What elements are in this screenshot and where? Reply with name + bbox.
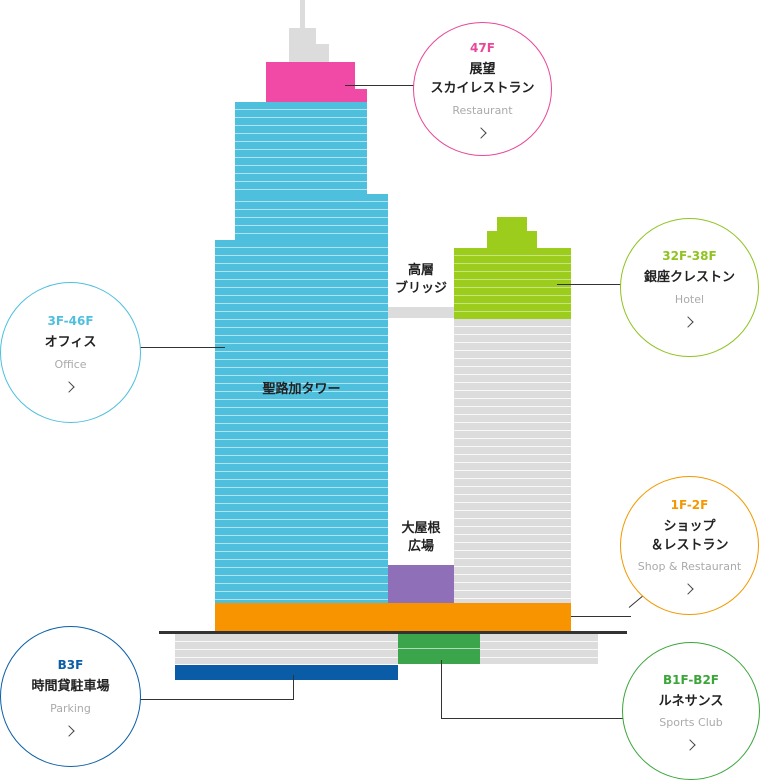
chevron-right-icon bbox=[682, 583, 694, 596]
chevron-right-icon bbox=[475, 127, 487, 139]
antenna bbox=[300, 0, 305, 28]
hotel-crown bbox=[497, 217, 527, 231]
callout-parking[interactable]: B3F 時間貸駐車場 Parking bbox=[0, 626, 141, 767]
sports-club-divider bbox=[398, 648, 480, 649]
office-tower-main bbox=[215, 240, 388, 603]
bridge-label: 高層 ブリッジ bbox=[394, 263, 447, 297]
chevron-right-icon bbox=[63, 725, 75, 737]
callout-parking-floor: B3F bbox=[57, 658, 84, 673]
tower-label: 聖路加タワー bbox=[262, 382, 341, 397]
callout-restaurant-sub: Restaurant bbox=[452, 103, 513, 117]
callout-hotel-name: 銀座クレストン bbox=[643, 270, 735, 286]
leader-line-shop-h bbox=[571, 616, 631, 617]
callout-shop-name: ショップ ＆レストラン bbox=[650, 518, 729, 553]
office-tower-upper bbox=[235, 102, 367, 194]
leader-line-office bbox=[140, 347, 225, 348]
callout-office[interactable]: 3F-46F オフィス Office bbox=[0, 282, 141, 423]
callout-sports-floor: B1F-B2F bbox=[663, 672, 719, 687]
callout-sports-sub: Sports Club bbox=[659, 716, 723, 730]
leader-line-parking-h bbox=[140, 699, 294, 700]
tower-crown bbox=[289, 28, 316, 62]
ground-line bbox=[159, 631, 627, 634]
callout-shop-floor: 1F-2F bbox=[670, 497, 709, 512]
hotel-floor-block bbox=[454, 248, 571, 319]
restaurant-floor-block bbox=[266, 62, 355, 102]
callout-office-name: オフィス bbox=[44, 335, 97, 351]
callout-hotel[interactable]: 32F-38F 銀座クレストン Hotel bbox=[620, 218, 759, 357]
leader-line-parking-v bbox=[293, 675, 294, 699]
chevron-right-icon bbox=[683, 739, 696, 752]
east-tower-lower bbox=[454, 319, 571, 603]
callout-sports-name: ルネサンス bbox=[658, 693, 724, 709]
basement-left bbox=[175, 634, 398, 664]
roof-plaza-block bbox=[388, 565, 454, 603]
roof-plaza-label: 大屋根 広場 bbox=[401, 521, 441, 555]
tower-crown-step bbox=[316, 44, 329, 62]
callout-hotel-floor: 32F-38F bbox=[662, 249, 717, 264]
callout-restaurant-floor: 47F bbox=[470, 41, 495, 56]
callout-office-floor: 3F-46F bbox=[47, 314, 94, 329]
chevron-right-icon bbox=[682, 316, 694, 328]
sports-club-block bbox=[398, 634, 480, 664]
shop-floor-block bbox=[215, 603, 571, 632]
office-tower-middle bbox=[235, 194, 388, 240]
parking-block bbox=[175, 665, 398, 680]
callout-shop[interactable]: 1F-2F ショップ ＆レストラン Shop & Restaurant bbox=[620, 476, 759, 615]
callout-parking-name: 時間貸駐車場 bbox=[31, 679, 110, 695]
callout-sports[interactable]: B1F-B2F ルネサンス Sports Club bbox=[622, 642, 760, 780]
callout-office-sub: Office bbox=[54, 357, 87, 371]
callout-hotel-sub: Hotel bbox=[674, 292, 705, 306]
leader-line-sports-v bbox=[441, 660, 442, 718]
callout-restaurant[interactable]: 47F 展望 スカイレストラン Restaurant bbox=[413, 22, 552, 156]
basement-right bbox=[480, 634, 598, 664]
leader-line-sports-h bbox=[441, 718, 625, 719]
leader-line-restaurant bbox=[345, 85, 415, 86]
callout-shop-sub: Shop & Restaurant bbox=[637, 560, 742, 574]
callout-parking-sub: Parking bbox=[50, 701, 91, 715]
restaurant-floor-block-step bbox=[355, 89, 367, 102]
hotel-crown-step bbox=[487, 231, 537, 248]
leader-line-hotel bbox=[557, 284, 622, 285]
high-bridge bbox=[388, 307, 454, 318]
callout-restaurant-name: 展望 スカイレストラン bbox=[430, 62, 535, 96]
chevron-right-icon bbox=[63, 381, 75, 393]
